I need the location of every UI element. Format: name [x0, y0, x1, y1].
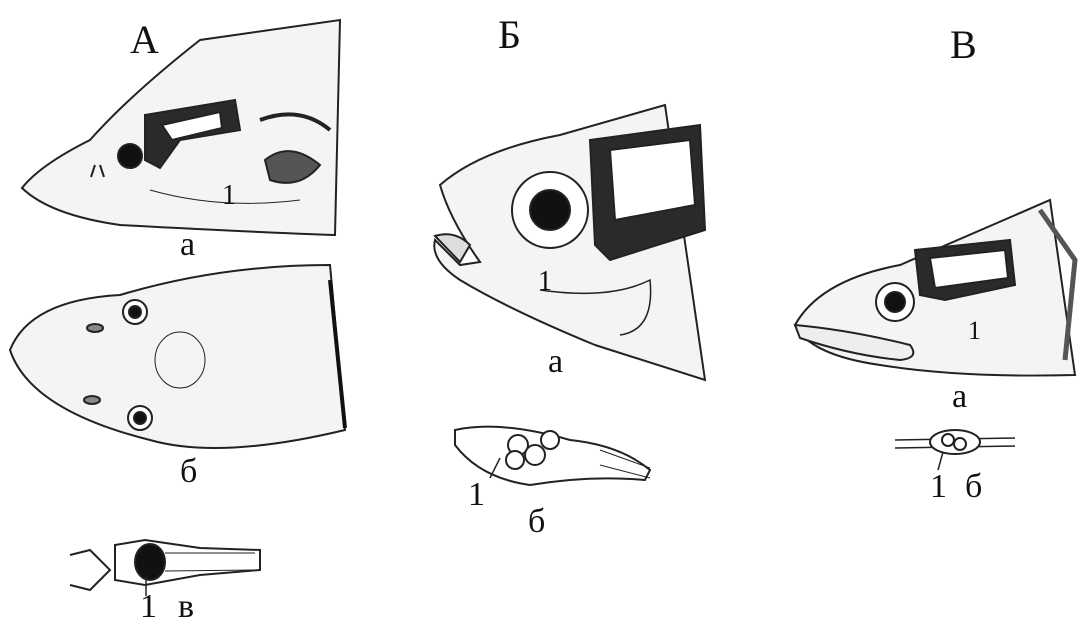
head-lateral-a [795, 200, 1075, 376]
panel-a-letter: А [130, 20, 159, 60]
panel-b-view-a-callout: 1 [538, 268, 552, 296]
panel-a: А а 1 б 1 в [0, 0, 360, 619]
panel-b: Б а 1 1 б [360, 0, 700, 619]
panel-v-view-a-letter: а [952, 380, 967, 414]
panel-b-view-b-callout: 1 [468, 478, 485, 512]
head-lateral-a [434, 105, 705, 380]
panel-v-view-b-letter: б [965, 470, 982, 504]
panel-v-view-b-callout: 1 [930, 470, 947, 504]
panel-b-letter: Б [498, 15, 521, 55]
brain-v [70, 540, 260, 596]
panel-v-drawings [760, 0, 1083, 619]
panel-a-view-a-letter: а [180, 228, 195, 262]
panel-v: В а 1 1 б [760, 0, 1083, 619]
head-dorsal-b [10, 265, 345, 448]
panel-a-drawings [0, 0, 360, 619]
panel-v-letter: В [950, 25, 977, 65]
panel-b-view-b-letter: б [528, 505, 545, 539]
brain-b [895, 430, 1015, 470]
panel-b-view-a-letter: а [548, 345, 563, 379]
panel-a-view-b-letter: б [180, 455, 197, 489]
head-lateral-a [22, 20, 340, 235]
panel-a-view-a-callout: 1 [222, 182, 236, 210]
panel-v-view-a-callout: 1 [968, 318, 981, 344]
